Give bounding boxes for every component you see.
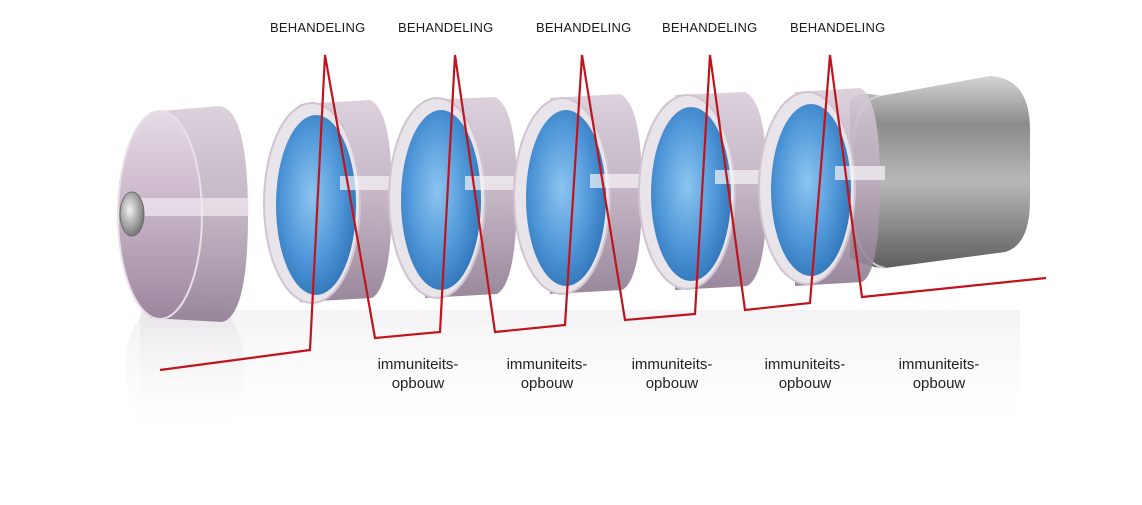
treatment-label-2: BEHANDELING — [398, 20, 494, 35]
ring-5 — [758, 88, 885, 286]
reflection — [125, 290, 1020, 450]
treatment-label-4: BEHANDELING — [662, 20, 758, 35]
immunity-label-4-line1: immuniteits- — [764, 356, 846, 373]
immunity-label-5-line2: opbouw — [912, 375, 966, 392]
immunity-label-5: immuniteits- opbouw — [879, 355, 999, 393]
immunity-label-3: immuniteits- opbouw — [612, 355, 732, 393]
ring-4 — [638, 92, 767, 290]
immunity-label-4: immuniteits- opbouw — [745, 355, 865, 393]
treatment-label-1: BEHANDELING — [270, 20, 366, 35]
immunity-label-1-line1: immuniteits- — [377, 356, 459, 373]
immunity-label-5-line1: immuniteits- — [898, 356, 980, 373]
ring-3 — [513, 94, 642, 295]
immunity-label-3-line1: immuniteits- — [631, 356, 713, 373]
immunity-label-1: immuniteits- opbouw — [358, 355, 478, 393]
treatment-label-5: BEHANDELING — [790, 20, 886, 35]
ring-1 — [263, 100, 392, 304]
immunity-label-1-line2: opbouw — [391, 375, 445, 392]
ring-2 — [388, 97, 517, 299]
immunity-label-2-line2: opbouw — [520, 375, 574, 392]
immunity-label-2-line1: immuniteits- — [506, 356, 588, 373]
treatment-line — [159, 54, 1047, 372]
immunity-label-2: immuniteits- opbouw — [487, 355, 607, 393]
treatment-label-3: BEHANDELING — [536, 20, 632, 35]
end-cap — [117, 106, 250, 322]
immunity-label-4-line2: opbouw — [778, 375, 832, 392]
immunity-label-3-line2: opbouw — [645, 375, 699, 392]
